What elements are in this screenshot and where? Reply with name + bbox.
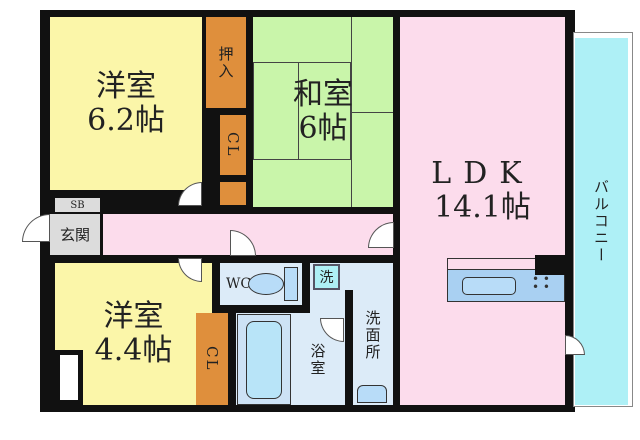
room-size: 4.4帖 [94, 333, 173, 368]
bathtub-icon [237, 314, 291, 405]
washbasin-icon [357, 385, 387, 403]
door-bath[interactable] [320, 318, 344, 342]
toilet-tank [284, 267, 298, 301]
room-name: LDK [431, 156, 534, 191]
shoe-box: SB [55, 198, 100, 212]
bathroom: 浴室 [308, 343, 327, 377]
tatami-lines [298, 62, 299, 160]
tatami-lines [253, 62, 351, 160]
room-size: 14.1帖 [434, 190, 531, 225]
kitchen-counter: • •• • [447, 258, 565, 302]
room-name: 洋室 [96, 68, 156, 104]
storage-box [55, 350, 83, 405]
toilet-icon [248, 273, 284, 295]
closet-lower: CL [196, 313, 228, 405]
wall-segment [345, 290, 353, 405]
stove-icon: • •• • [532, 272, 550, 294]
washroom: 洗面所 [363, 309, 382, 361]
balcony: バルコニー [575, 38, 628, 405]
wc: WC [220, 263, 302, 305]
room-name: WC [226, 276, 252, 292]
closet-small [220, 182, 246, 205]
room-name: 洋室 [103, 299, 164, 334]
entrance-door[interactable] [22, 214, 50, 242]
room-name: 和室 [293, 77, 353, 112]
room-size: 6帖 [298, 111, 348, 146]
tatami-lines [351, 112, 393, 113]
sink [462, 277, 516, 295]
ldk-pillar [535, 255, 565, 275]
closet-upper: CL [220, 115, 246, 175]
room-size: 6.2帖 [87, 102, 165, 138]
entrance: 玄関 [50, 214, 100, 255]
oshiire-closet: 押入 [206, 17, 246, 108]
washer-space: 洗 [313, 264, 340, 290]
